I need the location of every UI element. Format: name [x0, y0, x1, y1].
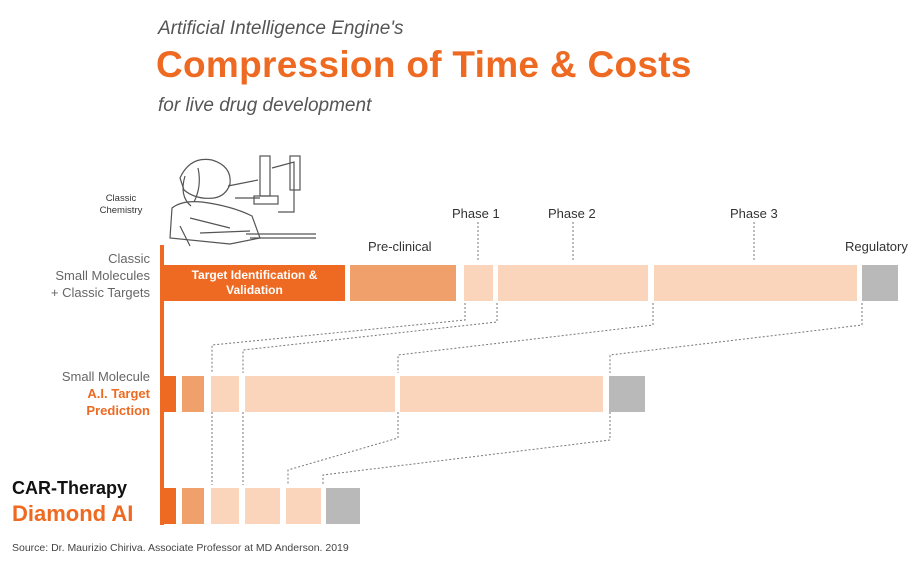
connector-a-c-3 — [287, 412, 399, 485]
bar-classic-phase2 — [498, 265, 648, 301]
bar-classic-phase1 — [464, 265, 493, 301]
connector-c-a-1 — [211, 303, 466, 373]
connector-c-a-4 — [609, 303, 863, 373]
brand-car-therapy: CAR-Therapy — [12, 478, 128, 498]
row-label-ai-line2: A.I. Target — [87, 386, 150, 401]
source-note: Source: Dr. Maurizio Chiriva. Associate … — [12, 542, 349, 554]
bar-car-phase3 — [286, 488, 321, 524]
brand-diamond-ai: Diamond AI — [12, 501, 134, 526]
phase-label-3: Phase 3 — [730, 206, 778, 221]
phase-label-1: Phase 1 — [452, 206, 500, 221]
bar-ai-target — [164, 376, 176, 412]
bar-car-preclinical — [182, 488, 204, 524]
phase-label-regulatory: Regulatory — [845, 239, 908, 254]
bar-car-phase2 — [245, 488, 280, 524]
bar-car-target — [164, 488, 176, 524]
row-label-ai-line3: Prediction — [86, 403, 150, 418]
axis-line — [160, 245, 164, 525]
phase-label-2: Phase 2 — [548, 206, 596, 221]
connector-c-a-2 — [242, 303, 498, 373]
connector-a-c-4 — [322, 412, 611, 485]
row-label-classic: Classic Small Molecules + Classic Target… — [10, 250, 150, 301]
bar-ai-preclinical — [182, 376, 204, 412]
bar-classic-preclinical — [350, 265, 456, 301]
bar-ai-phase2 — [245, 376, 395, 412]
row-label-ai: Small Molecule A.I. Target Prediction — [10, 368, 150, 419]
bar-car-regulatory — [326, 488, 360, 524]
scientist-microscope-illustration — [169, 155, 316, 247]
bar-classic-regulatory — [862, 265, 898, 301]
row-label-classic-line3: + Classic Targets — [50, 285, 150, 300]
bar-classic-phase3 — [654, 265, 857, 301]
bar-target-identification-label: Target Identification & Validation — [191, 268, 318, 297]
illustration-caption: Classic Chemistry — [99, 193, 143, 216]
row-label-ai-line1: Small Molecule — [61, 369, 150, 384]
main-title: Compression of Time & Costs — [156, 44, 692, 85]
bar-car-phase1 — [211, 488, 239, 524]
bar-ai-regulatory — [609, 376, 645, 412]
bar-target-identification: Target Identification & Validation — [164, 265, 345, 301]
subtitle: for live drug development — [158, 95, 372, 116]
phase-label-preclinical: Pre-clinical — [368, 239, 432, 254]
row-label-classic-line2: Small Molecules — [55, 268, 150, 283]
bar-ai-phase3 — [400, 376, 603, 412]
bar-ai-phase1 — [211, 376, 239, 412]
row-label-classic-line1: Classic — [108, 251, 150, 266]
super-title: Artificial Intelligence Engine's — [158, 18, 404, 39]
connector-c-a-3 — [397, 303, 654, 373]
